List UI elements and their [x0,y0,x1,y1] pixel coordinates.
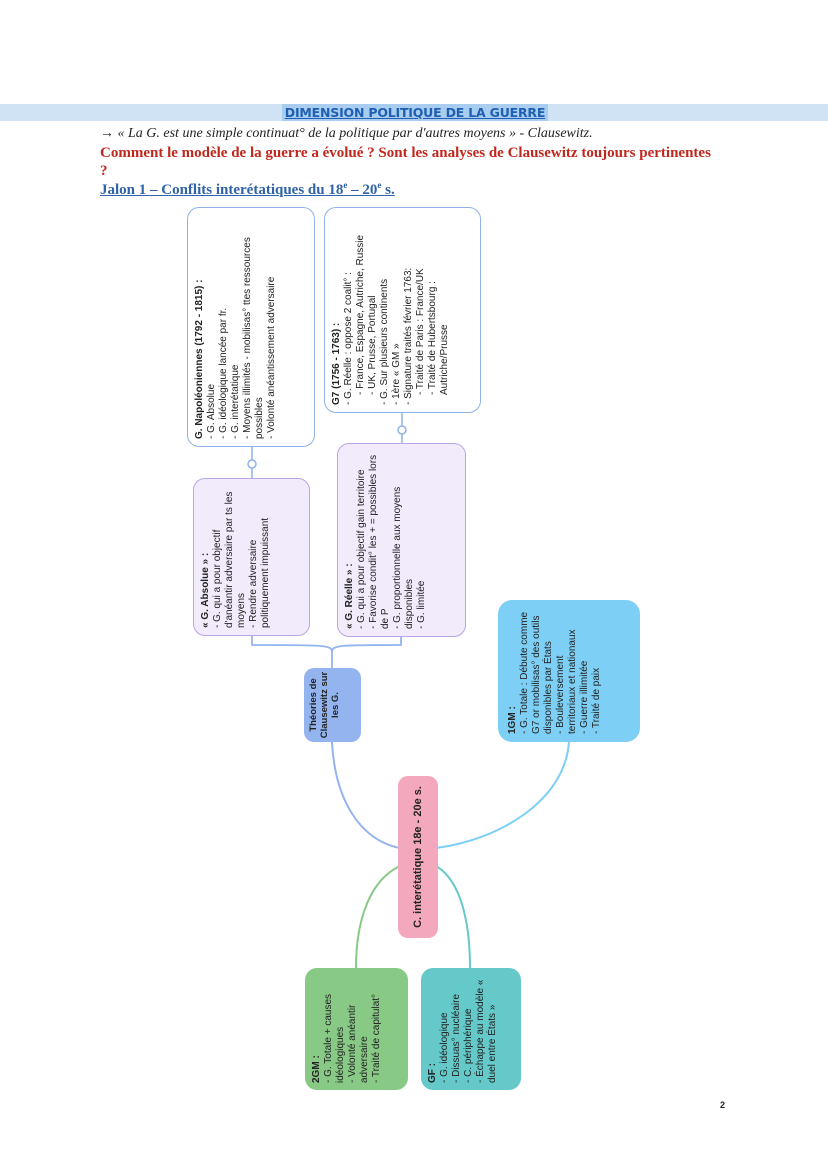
node-gf-line: - C. périphérique [463,1008,474,1083]
node-guerre-froide: GF : - G. idéologique - Dissuas° nucléai… [421,968,521,1090]
node-2gm-line: - Volonté anéantir adversaire [346,1004,370,1083]
node-premiere-guerre-mondiale: 1GM : - G. Totale : Débute comme G7 or m… [498,600,640,742]
jalon-mid: – 20 [347,182,378,198]
node-absolue-line: - Rendre adversaire politiquement impuis… [247,517,271,628]
node-g7-line: - G. Réelle : oppose 2 coalit° : [342,272,354,405]
clausewitz-quote: → « La G. est une simple continuat° de l… [100,126,593,141]
node-theories-clausewitz: Théories de Clausewitz sur les G. [304,668,361,742]
page-title: DIMENSION POLITIQUE DE LA GUERRE [282,104,548,121]
page-number: 2 [720,1100,726,1110]
node-central-conflits-interetatiques: C. interétatique 18e - 20e s. [398,776,438,938]
node-2gm-content: 2GM : - G. Totale + causes idéologiques … [309,971,405,1087]
node-guerre-reelle: « G. Réelle » : - G. qui a pour objectif… [337,443,466,637]
node-g7-line: - Signature traités février 1763: [402,267,414,405]
node-reelle-line: - G. proportionnelle aux moyens disponib… [391,486,415,629]
jalon-prefix: Jalon 1 – Conflits interétatiques du 18 [100,182,344,198]
jalon-sup-1: e [343,180,348,190]
node-g7-line: - Traité de Hubertsbourg : Autriche/Prus… [426,281,450,395]
node-g7-line: - Traité de Paris : France/UK [414,268,426,395]
node-gf-line: - Dissuas° nucléaire [451,993,462,1083]
node-gf-line: - G. idéologique [439,1012,450,1083]
jalon-suffix: s. [381,182,395,198]
node-1gm-line: - Guerre illimitée [579,660,590,734]
link-theories-absolue [251,636,333,668]
node-reelle-line: - G. limitée [415,580,427,629]
node-g7-head: G7 (1756 - 1763) : [330,322,342,405]
node-theories-label: Théories de Clausewitz sur les G. [307,671,341,739]
node-absolue-head: « G. Absolue » : [199,552,211,628]
node-center-label: C. interétatique 18e - 20e s. [412,786,424,928]
node-absolue-content: « G. Absolue » : - G. qui a pour objecti… [198,482,306,632]
node-napo-line: - G. idéologique lancée par fr. [218,307,229,439]
node-guerre-absolue: « G. Absolue » : - G. qui a pour objecti… [193,478,310,636]
node-g7-content: G7 (1756 - 1763) : - G. Réelle : oppose … [329,211,477,409]
jalon-heading: Jalon 1 – Conflits interétatiques du 18e… [100,180,600,199]
node-2gm-head: 2GM : [310,1055,322,1083]
node-2gm-line: - G. Totale + causes idéologiques [322,993,346,1083]
node-1gm-content: 1GM : - G. Totale : Débute comme G7 or m… [505,604,633,738]
problem-question: Comment le modèle de la guerre a évolué … [100,145,711,179]
link-center-theories [331,741,401,849]
node-napo-line: - Volonté anéantissement adversaire [266,276,277,439]
node-reelle-content: « G. Réelle » : - G. qui a pour objectif… [342,447,462,633]
node-g7-line: - G. Sur plusieurs continents [378,278,390,405]
node-1gm-line: - Traité de paix [591,667,602,734]
node-guerre-de-sept-ans: G7 (1756 - 1763) : - G. Réelle : oppose … [324,207,481,413]
link-theories-reelle [331,637,402,653]
node-napo-line: - Moyens illimités - mobilisas° ttes res… [242,237,265,439]
node-g7-line: - 1ère « GM » [390,343,402,405]
node-napo-line: - G. interétatique [230,364,241,439]
node-napo-content: G. Napoléoniennes (1792 - 1815) : - G. A… [192,211,310,443]
link-dot-g7 [397,425,407,435]
node-reelle-line: - Favorise condit° les + = possibles lor… [367,454,391,629]
node-2gm-line: - Traité de capitulat° [370,993,382,1083]
link-center-1gm [435,741,570,849]
node-g7-line: - France, Espagne, Autriche, Russie [354,234,366,395]
node-reelle-head: « G. Réelle » : [343,563,355,629]
node-napo-line: - G. Absolue [206,383,217,439]
node-gf-line: - Échappe au modèle « duel entre États » [475,979,498,1083]
node-1gm-line: - Bouleversement territoriaux et nationa… [555,629,578,734]
jalon-sup-2: e [377,180,382,190]
node-g7-line: - UK, Prusse, Portugal [366,295,378,395]
node-napo-head: G. Napoléoniennes (1792 - 1815) : [194,279,205,440]
link-center-gf [435,865,471,969]
node-1gm-head: 1GM : [507,706,518,734]
link-center-2gm [355,865,401,969]
node-seconde-guerre-mondiale: 2GM : - G. Totale + causes idéologiques … [305,968,408,1090]
link-dot-napo [247,459,257,469]
node-reelle-line: - G. qui a pour objectif gain territoire [355,469,367,629]
node-absolue-line: - G. qui a pour objectif d'anéantir adve… [211,491,247,628]
node-gf-head: GF : [427,1063,438,1083]
node-guerres-napoleoniennes: G. Napoléoniennes (1792 - 1815) : - G. A… [187,207,315,447]
node-gf-content: GF : - G. idéologique - Dissuas° nucléai… [425,971,517,1087]
node-1gm-line: - G. Totale : Débute comme G7 or mobilis… [519,611,554,734]
